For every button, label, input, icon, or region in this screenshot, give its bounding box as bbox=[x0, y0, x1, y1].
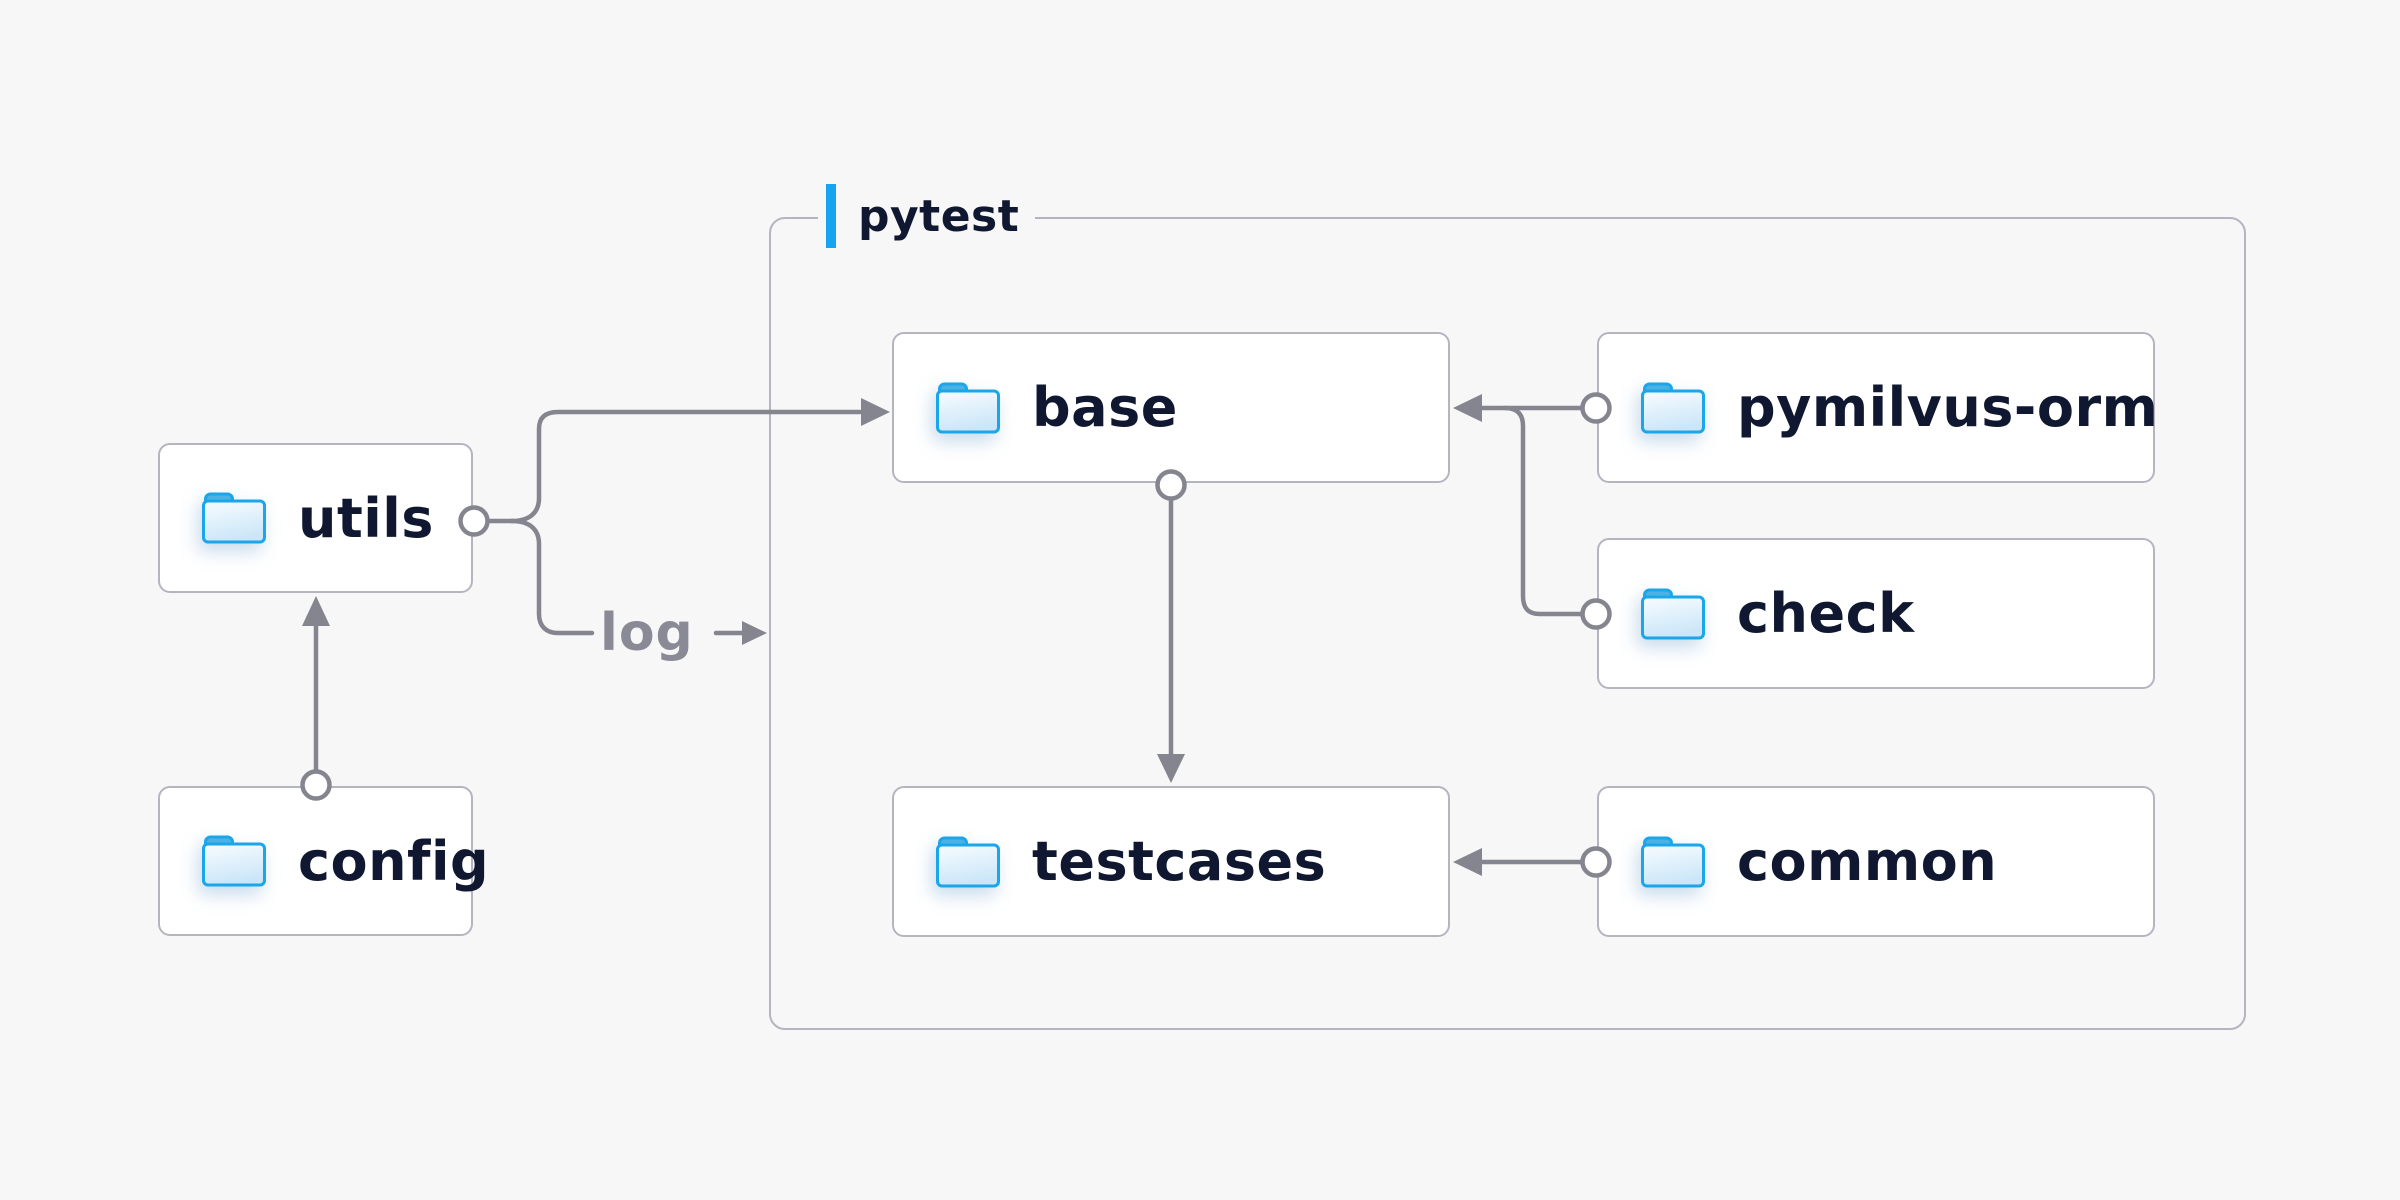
folder-icon bbox=[1641, 836, 1705, 888]
log-edge-label: log bbox=[600, 603, 694, 663]
edge-config-utils bbox=[300, 596, 332, 801]
node-utils: utils bbox=[158, 443, 473, 593]
node-label: check bbox=[1737, 582, 1915, 645]
node-testcases: testcases bbox=[892, 786, 1450, 937]
folder-icon bbox=[1641, 588, 1705, 640]
node-common: common bbox=[1597, 786, 2155, 937]
node-label: common bbox=[1737, 830, 1998, 893]
node-label: base bbox=[1032, 376, 1178, 439]
folder-icon bbox=[1641, 382, 1705, 434]
node-label: config bbox=[298, 829, 490, 893]
node-check: check bbox=[1597, 538, 2155, 689]
node-label: pymilvus-orm bbox=[1737, 376, 2159, 439]
folder-icon bbox=[202, 492, 266, 544]
folder-icon bbox=[202, 835, 266, 887]
pytest-container bbox=[769, 217, 2246, 1030]
node-config: config bbox=[158, 786, 489, 936]
node-label: utils bbox=[298, 486, 434, 550]
pytest-label-text: pytest bbox=[858, 190, 1020, 242]
node-pymilvus-orm: pymilvus-orm bbox=[1597, 332, 2159, 483]
node-label: testcases bbox=[1032, 830, 1327, 893]
folder-icon bbox=[936, 836, 1000, 888]
accent-bar bbox=[826, 184, 836, 248]
pytest-container-label: pytest bbox=[818, 180, 1036, 252]
node-base: base bbox=[892, 332, 1450, 483]
arrowhead-right-icon bbox=[742, 621, 767, 645]
folder-icon bbox=[936, 382, 1000, 434]
arrowhead-up-icon bbox=[302, 596, 330, 626]
